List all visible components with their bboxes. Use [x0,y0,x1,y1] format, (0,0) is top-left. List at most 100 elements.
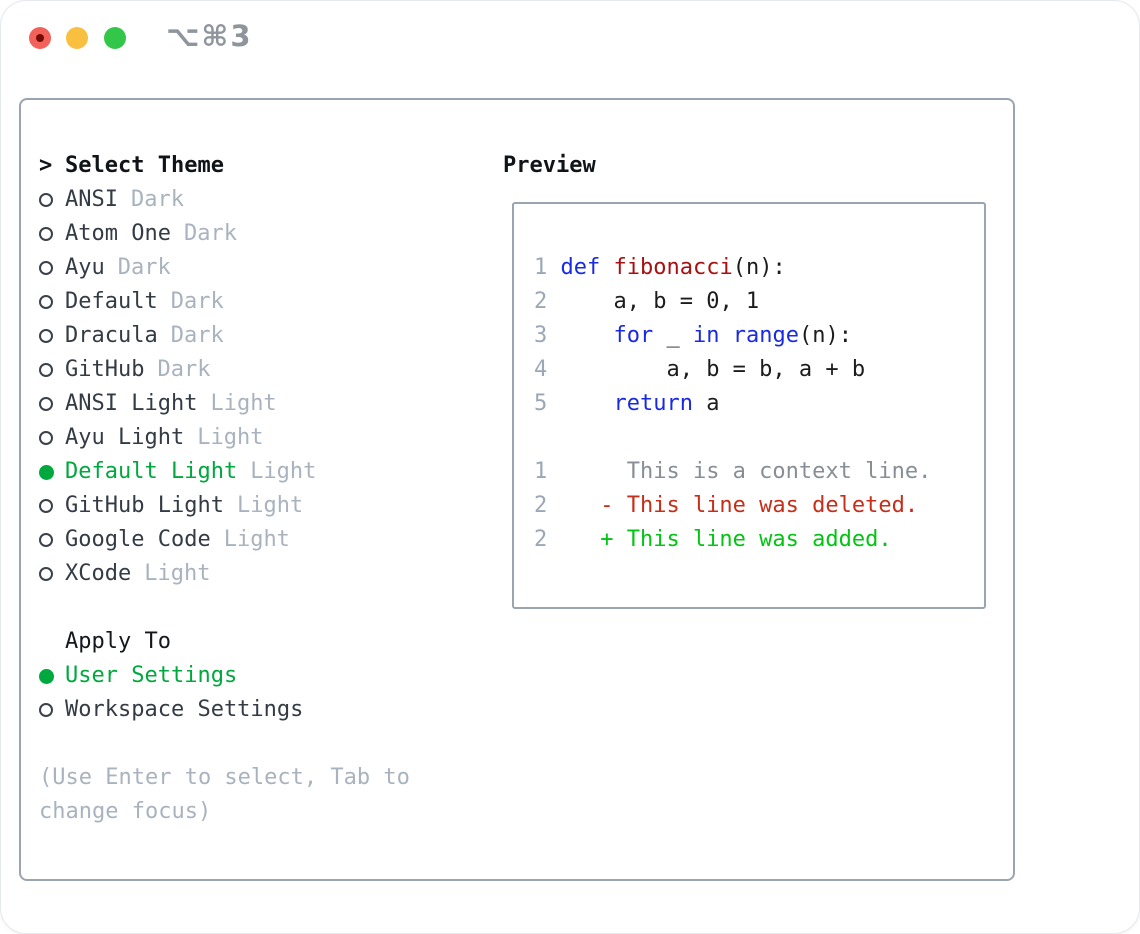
radio-marker [39,295,65,309]
code-segment-plain: a, b = 0, 1 [560,289,760,314]
minimize-button[interactable] [66,27,88,49]
code-segment-plain [719,323,732,348]
theme-variant-tag: Light [223,527,290,552]
theme-variant-tag: Dark [170,323,224,348]
radio-marker [39,431,65,445]
select-theme-header: > Select Theme [39,149,410,183]
radio-marker [39,329,65,343]
apply-option-workspace-settings[interactable]: Workspace Settings [39,693,410,727]
radio-unselected-icon [39,703,53,717]
radio-marker [39,499,65,513]
select-theme-header-label: Select Theme [65,153,224,178]
radio-unselected-icon [39,261,53,275]
apply-option-user-settings[interactable]: User Settings [39,659,410,693]
code-line: 1 def fibonacci(n): [534,251,984,285]
close-dot-icon [36,34,44,42]
close-button[interactable] [29,27,51,49]
code-segment-num: 4 [534,357,561,382]
code-line: 2 + This line was added. [534,523,984,557]
code-segment-kw: in [692,323,720,348]
code-segment-num: 3 [534,323,561,348]
code-segment-num: 2 [534,527,548,552]
theme-label: GitHub [65,357,145,382]
theme-label: ANSI Light [65,391,198,416]
radio-unselected-icon [39,533,53,547]
theme-variant-tag: Dark [130,187,184,212]
radio-unselected-icon [39,193,53,207]
theme-variant-tag: Light [250,459,317,484]
code-segment-kw: return [613,391,693,416]
theme-variant-tag: Light [236,493,304,518]
code-segment-plain: (n): [732,255,786,280]
keyboard-hint-text: (Use Enter to select, Tab to change focu… [39,765,410,824]
radio-marker [39,464,65,480]
apply-to-header: Apply To [39,625,410,659]
radio-unselected-icon [39,363,53,377]
code-line: 2 a, b = 0, 1 [534,285,984,319]
code-line: 3 for _ in range(n): [534,319,984,353]
code-line: 4 a, b = b, a + b [534,353,984,387]
code-segment-num: 2 [534,289,561,314]
theme-option-ansi-dark[interactable]: ANSI Dark [39,183,410,217]
code-segment-kw: def [560,255,601,280]
code-segment-num: 1 [534,459,548,484]
radio-unselected-icon [39,295,53,309]
theme-variant-tag: Dark [183,221,237,246]
theme-variant-tag: Dark [170,289,224,314]
theme-option-default-dark[interactable]: Default Dark [39,285,410,319]
code-line [534,421,984,455]
theme-label: Default Light [65,459,238,484]
radio-marker [39,227,65,241]
prompt-icon: > [39,153,53,178]
window-title: ⌥⌘3 [166,19,253,53]
code-line: 2 - This line was deleted. [534,489,984,523]
code-line: 5 return a [534,387,984,421]
theme-option-default-light[interactable]: Default Light Light [39,455,410,489]
radio-unselected-icon [39,499,53,513]
theme-label: Ayu [65,255,105,280]
theme-label: Default [65,289,158,314]
radio-unselected-icon [39,397,53,411]
code-segment-fn: fibonacci [613,255,733,280]
code-segment-num: 5 [534,391,561,416]
radio-unselected-icon [39,431,53,445]
code-segment-kw: for [613,323,654,348]
apply-option-label: Workspace Settings [65,697,304,722]
apply-to-header-label: Apply To [65,629,171,654]
theme-label: XCode [65,561,132,586]
code-segment-ctx: This is a context line. [547,459,932,484]
code-segment-plain [561,323,614,348]
preview-title: Preview [503,153,596,178]
code-segment-plain: (n): [798,323,852,348]
radio-unselected-icon [39,329,53,343]
code-segment-num: 1 [534,255,561,280]
apply-option-label: User Settings [65,663,238,688]
theme-option-dracula-dark[interactable]: Dracula Dark [39,319,410,353]
theme-variant-tag: Light [197,425,264,450]
spacer [39,591,410,625]
radio-marker [39,703,65,717]
radio-marker [39,397,65,411]
theme-label: Dracula [65,323,158,348]
spacer [39,727,410,761]
code-segment-plain [561,391,614,416]
radio-unselected-icon [39,227,53,241]
code-segment-plain [600,255,613,280]
radio-marker [39,193,65,207]
radio-marker [39,261,65,275]
code-line: 1 This is a context line. [534,455,984,489]
zoom-button[interactable] [104,27,126,49]
radio-marker [39,363,65,377]
code-segment-plain: _ [653,323,693,348]
theme-label: ANSI [65,187,118,212]
